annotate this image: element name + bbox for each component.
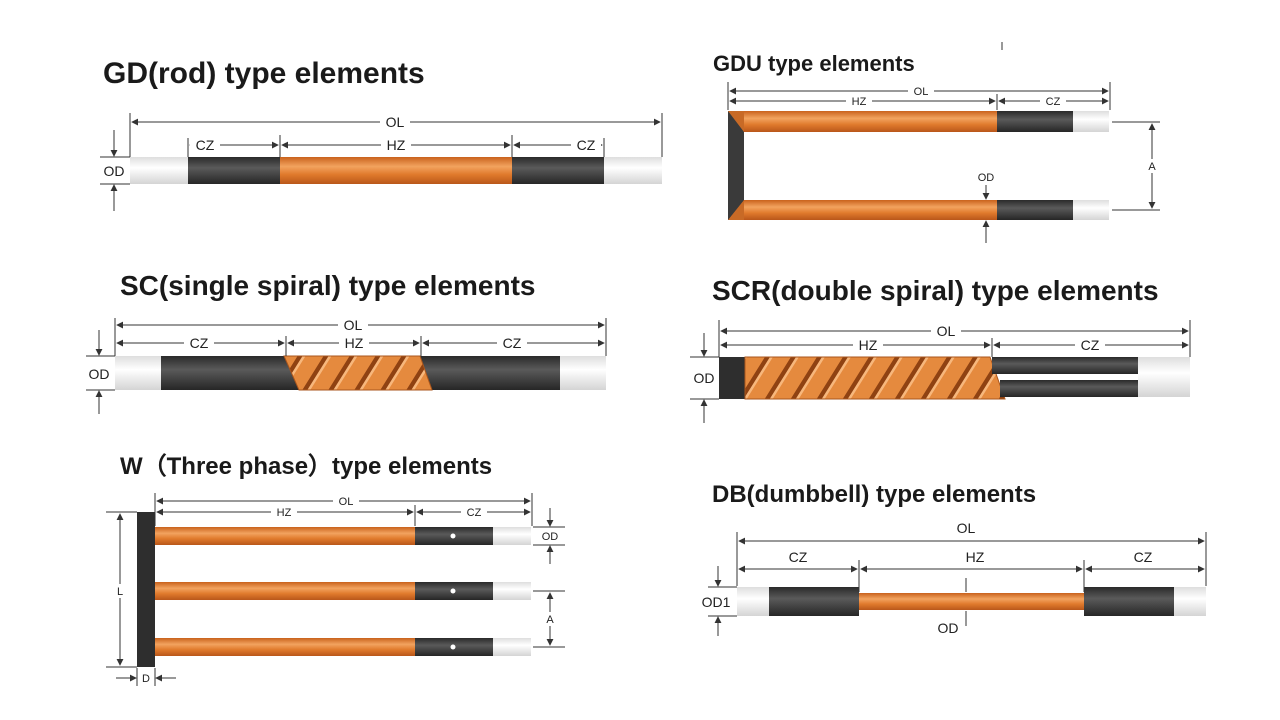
gd-hot-zone	[280, 157, 512, 184]
gd-terminal-left	[130, 157, 188, 184]
db-hz-label: HZ	[966, 549, 985, 565]
w-l-label: L	[117, 586, 123, 598]
w-terminal-2	[493, 582, 531, 600]
w-diagram: W（Three phase）type elements OL HZ CZ OD	[106, 453, 565, 686]
sc-hot-zone-spiral	[284, 356, 432, 390]
gd-ol-label: OL	[386, 114, 405, 130]
gd-cold-zone-left	[188, 157, 280, 184]
gd-diagram: GD(rod) type elements OL CZ HZ CZ OD	[100, 57, 663, 211]
gd-cold-zone-right	[512, 157, 604, 184]
db-cold-zone-right	[1084, 587, 1174, 616]
db-hot-zone	[859, 593, 1084, 610]
scr-title: SCR(double spiral) type elements	[712, 275, 1159, 306]
db-od1-label: OD1	[702, 594, 731, 610]
w-hot-zone-2	[155, 582, 415, 600]
gd-title: GD(rod) type elements	[103, 57, 425, 90]
scr-terminal	[1138, 357, 1190, 397]
gdu-diagram: GDU type elements OL HZ CZ A OD	[713, 42, 1160, 243]
gd-od-label: OD	[104, 163, 125, 179]
w-cz-label: CZ	[467, 507, 482, 519]
sc-diagram: SC(single spiral) type elements OL CZ HZ…	[86, 270, 607, 414]
sc-hz-label: HZ	[345, 335, 364, 351]
gdu-cold-zone-top	[997, 111, 1073, 132]
w-terminal-3	[493, 638, 531, 656]
w-title: W（Three phase）type elements	[120, 453, 492, 480]
gd-cz-left-label: CZ	[196, 137, 215, 153]
gdu-ol-label: OL	[914, 86, 929, 98]
sc-cold-zone-left	[161, 356, 299, 390]
gdu-bridge	[728, 111, 744, 220]
db-diagram: DB(dumbbell) type elements OL CZ HZ CZ O…	[702, 481, 1207, 636]
sc-od-label: OD	[89, 366, 110, 382]
gd-cz-right-label: CZ	[577, 137, 596, 153]
scr-ol-label: OL	[937, 323, 956, 339]
w-ol-label: OL	[339, 496, 354, 508]
gdu-hz-label: HZ	[852, 96, 867, 108]
scr-cold-zone-bottom	[1000, 380, 1138, 397]
sc-title: SC(single spiral) type elements	[120, 270, 535, 301]
scr-cold-zone-top	[992, 357, 1138, 374]
db-terminal-right	[1174, 587, 1206, 616]
gdu-a-label: A	[1148, 161, 1156, 173]
gdu-hot-zone-top	[744, 111, 997, 132]
gdu-title: GDU type elements	[713, 51, 915, 76]
db-cold-zone-left	[769, 587, 859, 616]
gdu-cz-label: CZ	[1046, 96, 1061, 108]
scr-bridge	[719, 357, 745, 399]
scr-hot-zone-spiral	[745, 357, 1005, 399]
gdu-hot-zone-bottom	[744, 200, 997, 220]
gdu-terminal-bottom	[1073, 200, 1109, 220]
sc-ol-label: OL	[344, 317, 363, 333]
db-cz-right-label: CZ	[1134, 549, 1153, 565]
gdu-cold-zone-bottom	[997, 200, 1073, 220]
db-terminal-left	[737, 587, 769, 616]
sc-cz-right-label: CZ	[503, 335, 522, 351]
sc-terminal-left	[115, 356, 161, 390]
scr-hz-label: HZ	[859, 337, 878, 353]
w-terminal-1	[493, 527, 531, 545]
db-od-label: OD	[938, 620, 959, 636]
w-hz-label: HZ	[277, 507, 292, 519]
gd-terminal-right	[604, 157, 662, 184]
db-title: DB(dumbbell) type elements	[712, 481, 1036, 508]
db-ol-label: OL	[957, 520, 976, 536]
w-a-label: A	[546, 614, 554, 626]
w-od-label: OD	[542, 531, 559, 543]
w-hot-zone-1	[155, 527, 415, 545]
scr-od-label: OD	[694, 370, 715, 386]
w-hot-zone-3	[155, 638, 415, 656]
scr-diagram: SCR(double spiral) type elements OL HZ C…	[690, 275, 1191, 423]
gdu-od-label: OD	[978, 172, 995, 184]
sc-terminal-right	[560, 356, 606, 390]
scr-cz-label: CZ	[1081, 337, 1100, 353]
w-d-label: D	[142, 673, 150, 685]
db-cz-left-label: CZ	[789, 549, 808, 565]
gd-hz-label: HZ	[387, 137, 406, 153]
gdu-terminal-top	[1073, 111, 1109, 132]
sc-cold-zone-right	[420, 356, 560, 390]
sc-cz-left-label: CZ	[190, 335, 209, 351]
